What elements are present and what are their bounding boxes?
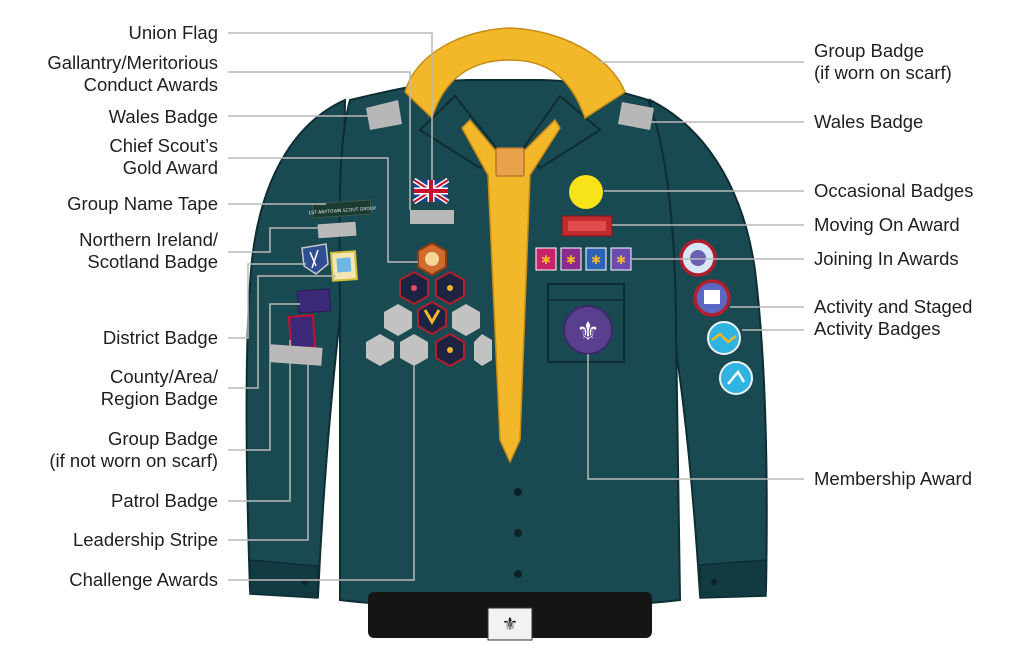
label-wales-badge-right: Wales Badge xyxy=(814,111,924,132)
label-group-badge-not-scarf: Group Badge(if not worn on scarf) xyxy=(49,428,218,471)
svg-text:⚜: ⚜ xyxy=(576,317,599,347)
leader-lines-right xyxy=(587,61,804,480)
label-ni-scotland-badge: Northern Ireland/Scotland Badge xyxy=(79,229,218,272)
group-name-tape: 1ST ANYTOWN SCOUT GROUP xyxy=(308,199,376,219)
label-group-badge-scarf: Group Badge(if worn on scarf) xyxy=(814,40,952,83)
woggle xyxy=(495,147,525,177)
label-group-name-tape: Group Name Tape xyxy=(67,193,218,214)
svg-text:✱: ✱ xyxy=(541,253,551,267)
leadership-stripe xyxy=(269,344,323,366)
svg-text:✱: ✱ xyxy=(591,253,601,267)
label-challenge-awards: Challenge Awards xyxy=(69,569,218,590)
label-moving-on-award: Moving On Award xyxy=(814,214,960,235)
challenge-awards-badges xyxy=(366,270,492,368)
label-joining-in-awards: Joining In Awards xyxy=(814,248,959,269)
label-district-badge: District Badge xyxy=(102,327,218,348)
label-union-flag: Union Flag xyxy=(128,22,218,43)
label-occasional-badges: Occasional Badges xyxy=(814,180,974,201)
label-membership-award: Membership Award xyxy=(814,468,973,489)
leader-lines-left xyxy=(228,32,433,581)
label-patrol-badge: Patrol Badge xyxy=(111,490,218,511)
neckerchief xyxy=(404,27,626,464)
occasional-badge xyxy=(569,175,603,209)
patrol-badge xyxy=(287,314,317,350)
group-badge-sleeve xyxy=(296,288,332,314)
activity-badges xyxy=(679,239,753,395)
label-wales-badge-left: Wales Badge xyxy=(108,106,218,127)
left-badges: 1ST ANYTOWN SCOUT GROUP xyxy=(269,177,492,368)
union-flag-badge xyxy=(412,177,450,205)
shirt-pocket xyxy=(547,283,625,363)
svg-text:⚜: ⚜ xyxy=(502,614,518,635)
label-leadership-stripe: Leadership Stripe xyxy=(72,529,218,550)
joining-in-awards-badges: ✱ ✱ ✱ ✱ xyxy=(535,247,632,271)
ni-scotland-placeholder xyxy=(317,221,357,239)
group-name-tape-text: 1ST ANYTOWN SCOUT GROUP xyxy=(308,206,376,217)
svg-text:✱: ✱ xyxy=(616,253,626,267)
label-county-area-region: County/Area/Region Badge xyxy=(100,366,218,409)
gallantry-award-placeholder xyxy=(410,210,454,224)
belt-buckle xyxy=(487,607,533,641)
svg-text:✱: ✱ xyxy=(566,253,576,267)
right-badges: ✱ ✱ ✱ ✱ ⚜ xyxy=(535,175,753,395)
